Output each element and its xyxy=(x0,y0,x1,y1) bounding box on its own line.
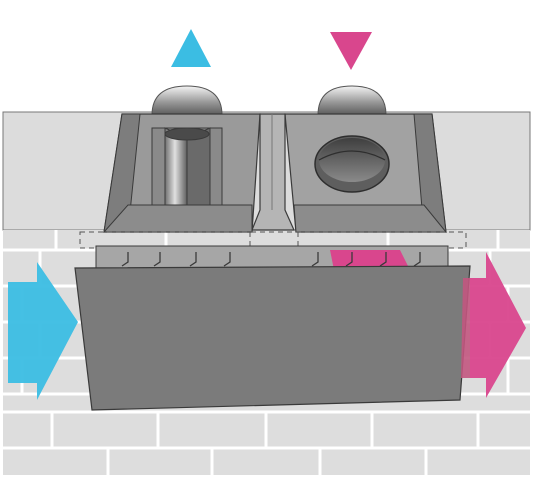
triangle-down-icon xyxy=(330,32,372,70)
louver-slats xyxy=(121,252,421,267)
center-divider xyxy=(251,113,295,231)
arrow-right-overlap xyxy=(461,278,470,378)
right-duct-dome xyxy=(317,85,387,116)
internal-supply-flow xyxy=(330,250,410,270)
housing-bottom-left xyxy=(102,204,253,233)
housing-bottom-right xyxy=(293,204,448,233)
arrow-right-icon xyxy=(8,262,78,400)
left-duct-dome xyxy=(151,85,223,116)
unit-housing xyxy=(102,113,448,233)
arrow-right-icon xyxy=(470,252,526,398)
right-duct-opening xyxy=(314,135,390,193)
front-cover-plate xyxy=(74,265,471,411)
triangle-up-icon xyxy=(171,29,211,67)
